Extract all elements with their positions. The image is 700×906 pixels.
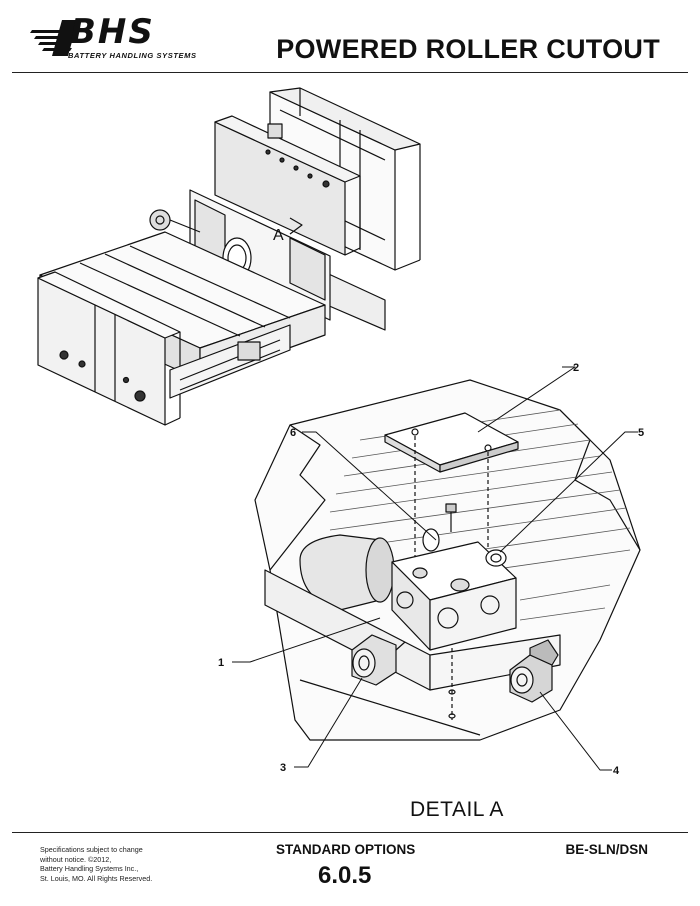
callout-leaders bbox=[232, 366, 638, 771]
detail-a-illustration bbox=[254, 379, 641, 741]
technical-drawing: A bbox=[37, 87, 644, 777]
machine-overview-illustration bbox=[37, 87, 421, 426]
notice-line: St. Louis, MO. All Rights Reserved. bbox=[40, 873, 153, 883]
callout-6: 6 bbox=[290, 427, 296, 439]
footer-divider bbox=[12, 832, 688, 833]
logo-wordmark: BHS bbox=[70, 12, 155, 52]
callout-2: 2 bbox=[573, 362, 579, 374]
callout-4: 4 bbox=[613, 765, 620, 777]
page-title: POWERED ROLLER CUTOUT bbox=[276, 34, 660, 64]
page-header: BHS BATTERY HANDLING SYSTEMS POWERED ROL… bbox=[0, 0, 700, 74]
detail-title: DETAIL A bbox=[410, 798, 504, 821]
notice-line: Battery Handling Systems Inc., bbox=[40, 864, 139, 874]
section-title: STANDARD OPTIONS bbox=[276, 842, 416, 857]
detail-a-locator: A bbox=[273, 227, 284, 244]
bhs-logo-swoosh-icon bbox=[30, 20, 78, 56]
page-number: 6.0.5 bbox=[318, 862, 372, 889]
model-number: BE-SLN/DSN bbox=[565, 842, 648, 857]
copyright-notice: Specifications subject to change without… bbox=[40, 845, 180, 883]
logo-tagline: BATTERY HANDLING SYSTEMS bbox=[68, 51, 197, 60]
callout-1: 1 bbox=[218, 657, 224, 669]
notice-line: Specifications subject to change bbox=[40, 845, 143, 854]
callout-5: 5 bbox=[638, 427, 644, 439]
notice-line: without notice. ©2012, bbox=[40, 854, 112, 864]
header-divider bbox=[12, 72, 688, 73]
callout-3: 3 bbox=[280, 762, 286, 774]
